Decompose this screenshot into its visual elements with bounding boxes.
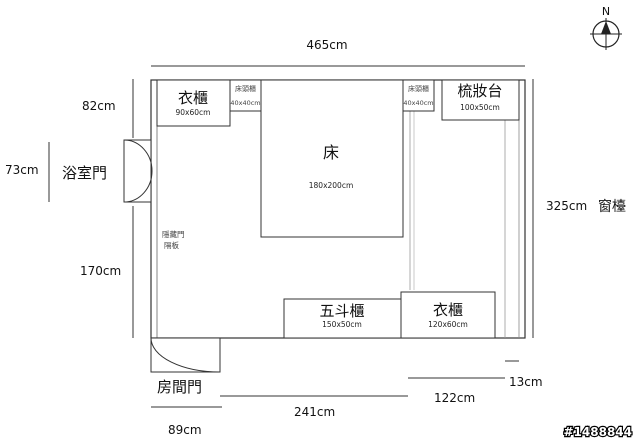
partition-label: 隔板 — [164, 240, 179, 250]
compass-north-arrow — [601, 21, 611, 34]
right-height-label: 325cm — [546, 199, 587, 213]
wardrobe-top-name: 衣櫃 — [178, 89, 208, 107]
room-door-label: 房間門 — [157, 378, 202, 396]
nightstand-left-name: 床頭櫃 — [235, 84, 256, 93]
bed: 床 180x200cm — [260, 79, 404, 238]
left-bottom-dimension-label: 170cm — [80, 264, 121, 278]
nightstand-left-size: 40x40cm — [230, 99, 260, 107]
bathroom-door: 浴室門 — [62, 139, 153, 203]
nightstand-right-size: 40x40cm — [403, 99, 433, 107]
chest-name: 五斗櫃 — [319, 302, 364, 320]
wardrobe-bottom-size: 120x60cm — [428, 320, 468, 329]
wardrobe-top-size: 90x60cm — [176, 108, 211, 117]
hidden-door-label: 隱藏門 — [162, 229, 185, 239]
left-door-dimension-label: 73cm — [5, 163, 39, 177]
compass: N — [590, 5, 622, 50]
bottom-gap-dimension-label: 13cm — [509, 375, 543, 389]
chest-size: 150x50cm — [322, 320, 362, 329]
compass-north-label: N — [602, 5, 610, 18]
vanity-name: 梳妝台 — [457, 82, 502, 100]
wardrobe-top: 衣櫃 90x60cm — [156, 79, 231, 127]
nightstand-right: 床頭櫃 40x40cm — [402, 79, 435, 112]
vanity-size: 100x50cm — [460, 103, 500, 112]
top-width-label: 465cm — [306, 38, 347, 52]
wardrobe-bottom-name: 衣櫃 — [433, 301, 463, 319]
chest-of-drawers: 五斗櫃 150x50cm — [283, 298, 402, 339]
bed-name: 床 — [323, 143, 339, 162]
bathroom-door-label: 浴室門 — [62, 164, 107, 182]
nightstand-right-name: 床頭櫃 — [408, 84, 429, 93]
watermark: #1488844 — [563, 425, 632, 439]
bottom-door-dimension-label: 89cm — [168, 423, 202, 437]
bottom-mid-dimension-label: 241cm — [294, 405, 335, 419]
bed-size: 180x200cm — [309, 181, 354, 190]
left-top-dimension-label: 82cm — [82, 99, 116, 113]
window-label: 窗檯 — [598, 198, 626, 215]
wardrobe-bottom: 衣櫃 120x60cm — [400, 291, 496, 339]
bottom-right-dimension-label: 122cm — [434, 391, 475, 405]
room-door: 房間門 — [150, 337, 221, 396]
vanity: 梳妝台 100x50cm — [441, 79, 520, 121]
nightstand-left: 床頭櫃 40x40cm — [229, 79, 262, 112]
